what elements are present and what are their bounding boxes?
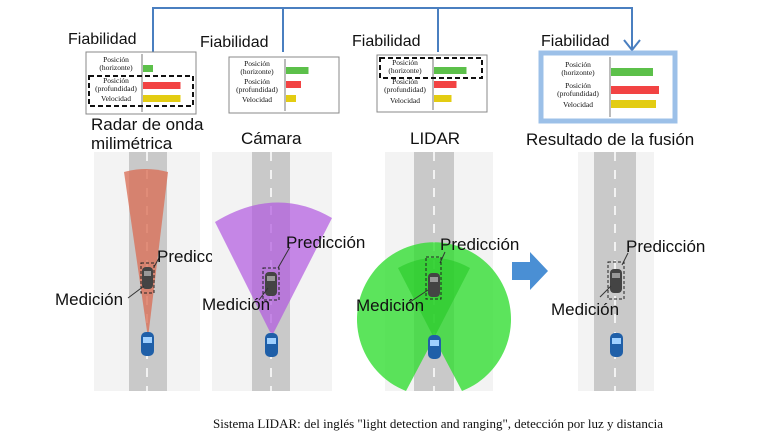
camera-detection-fan	[215, 202, 332, 336]
panel-label-position-depth: Posición	[244, 77, 270, 86]
reliability-label-camera: Fiabilidad	[200, 34, 268, 51]
scene-fusion: Predicción Medición	[551, 152, 705, 391]
bar-velocity	[434, 95, 452, 102]
fusion-arrow-icon	[512, 252, 548, 290]
bar-position-horizontal	[286, 67, 309, 74]
reliability-label-radar: Fiabilidad	[68, 31, 136, 48]
scene-lidar: Predicción Medición	[356, 152, 519, 391]
sensor-title-lidar: LIDAR	[410, 129, 460, 148]
bar-position-depth	[143, 82, 181, 89]
target-car	[265, 272, 277, 296]
reliability-panel-radar: Posición (horizonte) Posición (profundid…	[85, 51, 197, 115]
prediction-box	[425, 256, 442, 300]
sensor-title-fusion: Resultado de la fusión	[526, 130, 694, 149]
measurement-label: Medición	[202, 295, 270, 314]
bar-position-horizontal	[143, 65, 153, 72]
panel-label-position-horizontal: Posición	[103, 55, 129, 64]
panel-label-position-depth: Posición	[565, 81, 591, 90]
panel-label-horizontal-sub: (horizonte)	[99, 63, 133, 72]
prediction-box	[262, 267, 280, 301]
panel-label-position-horizontal: Posición	[392, 58, 418, 67]
panel-label-horizontal-sub: (horizonte)	[561, 68, 595, 77]
measurement-label: Medición	[551, 300, 619, 319]
measurement-label: Medición	[55, 290, 123, 309]
bar-position-horizontal	[434, 67, 467, 74]
target-car	[428, 273, 440, 297]
ego-car	[265, 333, 278, 357]
bar-position-depth	[434, 81, 457, 88]
bar-velocity	[286, 95, 296, 102]
panel-label-position-depth: Posición	[103, 76, 129, 85]
highlight-box	[379, 57, 483, 79]
prediction-label: Predicción	[440, 235, 519, 254]
measurement-label: Medición	[356, 296, 424, 315]
highlight-box	[88, 75, 194, 107]
reliability-panel-lidar: Posición (horizonte) Posición (profundid…	[376, 54, 488, 113]
panel-label-depth-sub: (profundidad)	[557, 89, 599, 98]
bar-position-depth	[286, 81, 301, 88]
ego-car	[610, 333, 623, 357]
panel-label-velocity: Velocidad	[563, 100, 593, 109]
panel-label-velocity: Velocidad	[390, 96, 420, 105]
panel-label-position-depth: Posición	[392, 77, 418, 86]
panel-label-position-horizontal: Posición	[244, 59, 270, 68]
panel-label-depth-sub: (profundidad)	[236, 85, 278, 94]
prediction-label: Predicción	[286, 233, 365, 252]
scene-radar: Predicción Medición	[55, 152, 236, 391]
sensor-title-radar-line1: Radar de onda	[91, 115, 204, 134]
fusion-connector-lines	[152, 7, 641, 52]
caption: Sistema LIDAR: del inglés "light detecti…	[213, 416, 663, 431]
sensor-title-radar-line2: milimétrica	[91, 134, 173, 153]
bar-position-depth	[611, 86, 659, 94]
reliability-panel-fusion: Posición (horizonte) Posición (profundid…	[538, 50, 678, 124]
radar-detection-fan	[124, 169, 168, 338]
panel-label-horizontal-sub: (horizonte)	[388, 66, 422, 75]
prediction-box	[607, 261, 625, 300]
reliability-panel-camera: Posición (horizonte) Posición (profundid…	[228, 56, 340, 114]
bar-position-horizontal	[611, 68, 653, 76]
scene-camera: Predicción Medición	[202, 152, 365, 391]
target-car	[610, 269, 622, 293]
lidar-focus-fan	[398, 258, 470, 338]
bar-velocity	[611, 100, 656, 108]
panel-label-horizontal-sub: (horizonte)	[240, 67, 274, 76]
target-car	[142, 267, 153, 289]
panel-label-position-horizontal: Posición	[565, 60, 591, 69]
reliability-label-lidar: Fiabilidad	[352, 33, 420, 50]
reliability-label-fusion: Fiabilidad	[541, 33, 609, 50]
panel-label-depth-sub: (profundidad)	[384, 85, 426, 94]
bar-velocity	[143, 95, 181, 102]
prediction-box	[140, 262, 155, 294]
panel-label-velocity: Velocidad	[101, 94, 131, 103]
prediction-label: Predicción	[626, 237, 705, 256]
panel-label-velocity: Velocidad	[242, 95, 272, 104]
panel-label-depth-sub: (profundidad)	[95, 84, 137, 93]
sensor-title-camera: Cámara	[241, 129, 302, 148]
ego-car	[141, 332, 154, 356]
ego-car	[428, 335, 441, 359]
